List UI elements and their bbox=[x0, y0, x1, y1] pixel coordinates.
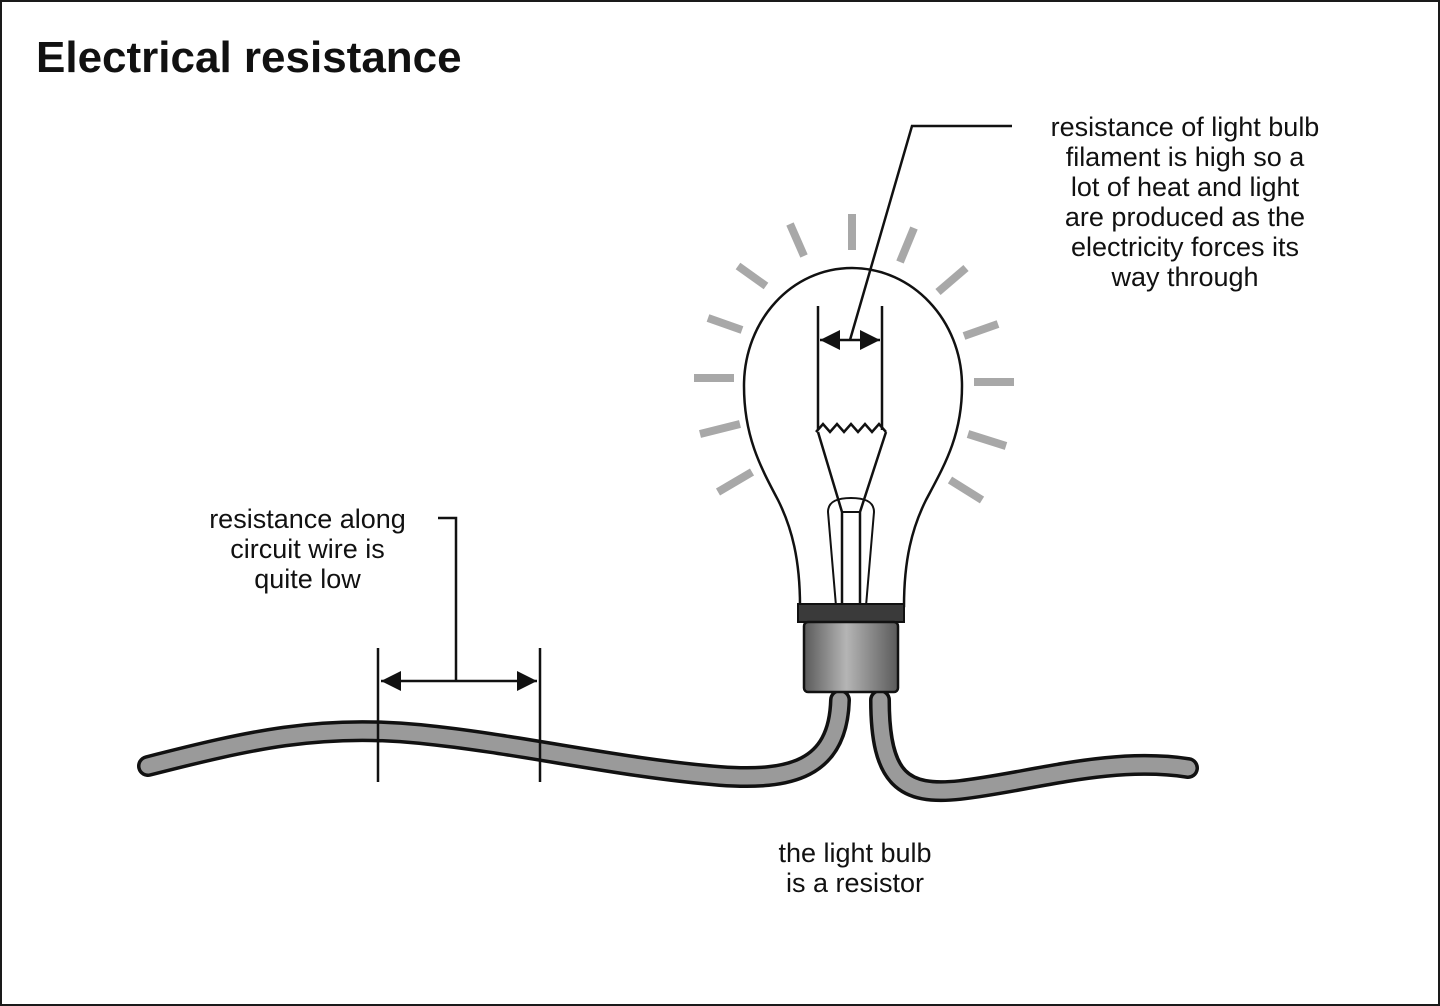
circuit-wire bbox=[137, 689, 1199, 803]
wire-callout-leader bbox=[438, 516, 458, 681]
diagram-title: Electrical resistance bbox=[36, 33, 462, 82]
bulb-filament-label: resistance of light bulb filament is hig… bbox=[1050, 112, 1320, 292]
wire-dimension-marker bbox=[376, 648, 542, 782]
resistor-label: the light bulb is a resistor bbox=[778, 838, 932, 898]
light-rays-icon bbox=[694, 214, 1014, 504]
light-bulb-icon bbox=[742, 266, 964, 694]
circuit-wire-label: resistance along circuit wire is quite l… bbox=[209, 504, 406, 594]
bulb-callout-leader bbox=[848, 124, 1012, 341]
